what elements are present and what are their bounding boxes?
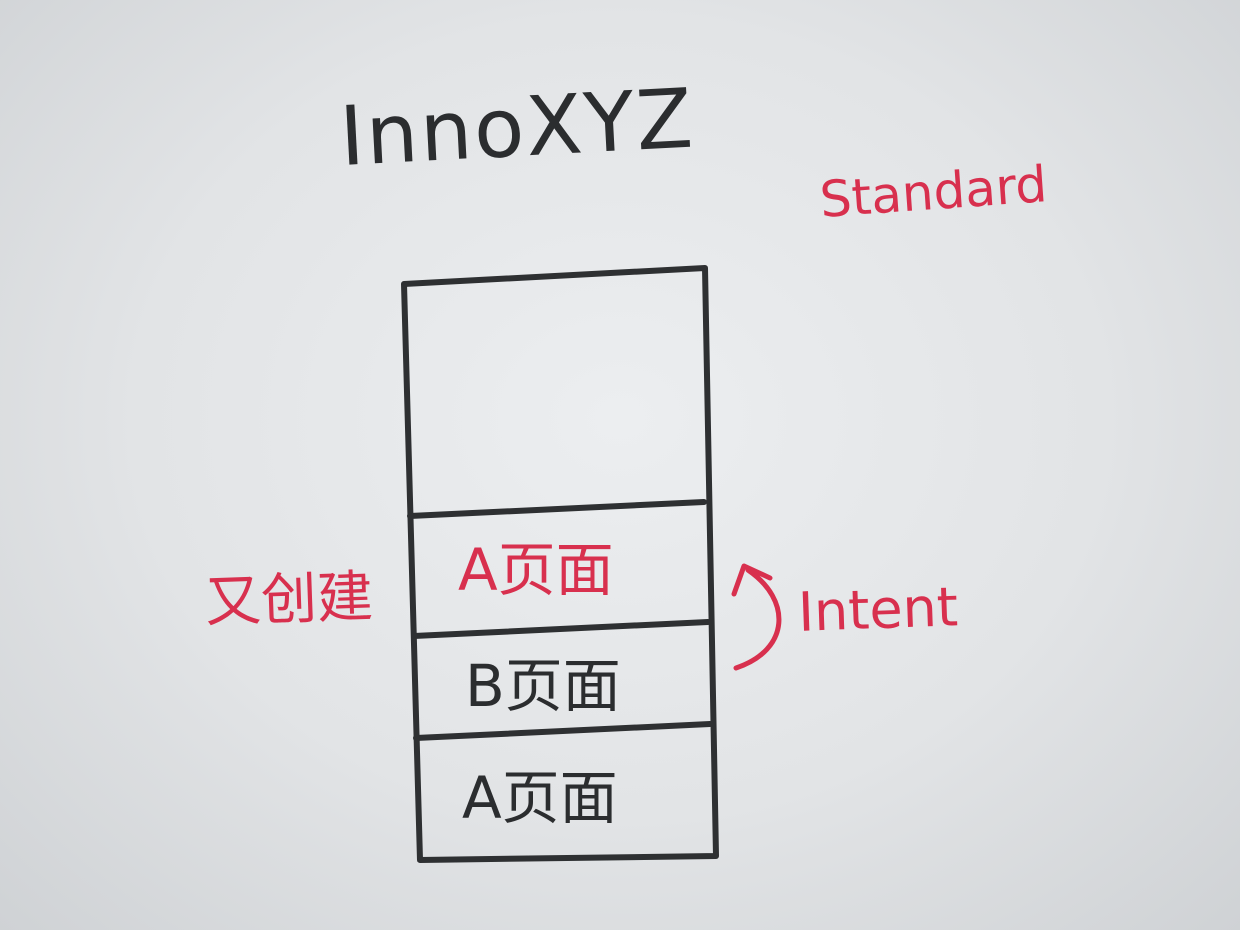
stack-item-top: A页面	[458, 536, 614, 604]
diagram-title: InnoXYZ	[337, 71, 697, 185]
annotation-created-again: 又创建	[203, 564, 375, 636]
stack-item-middle: B页面	[465, 652, 621, 720]
stack-item-bottom: A页面	[462, 764, 618, 832]
annotation-intent: Intent	[796, 575, 960, 644]
